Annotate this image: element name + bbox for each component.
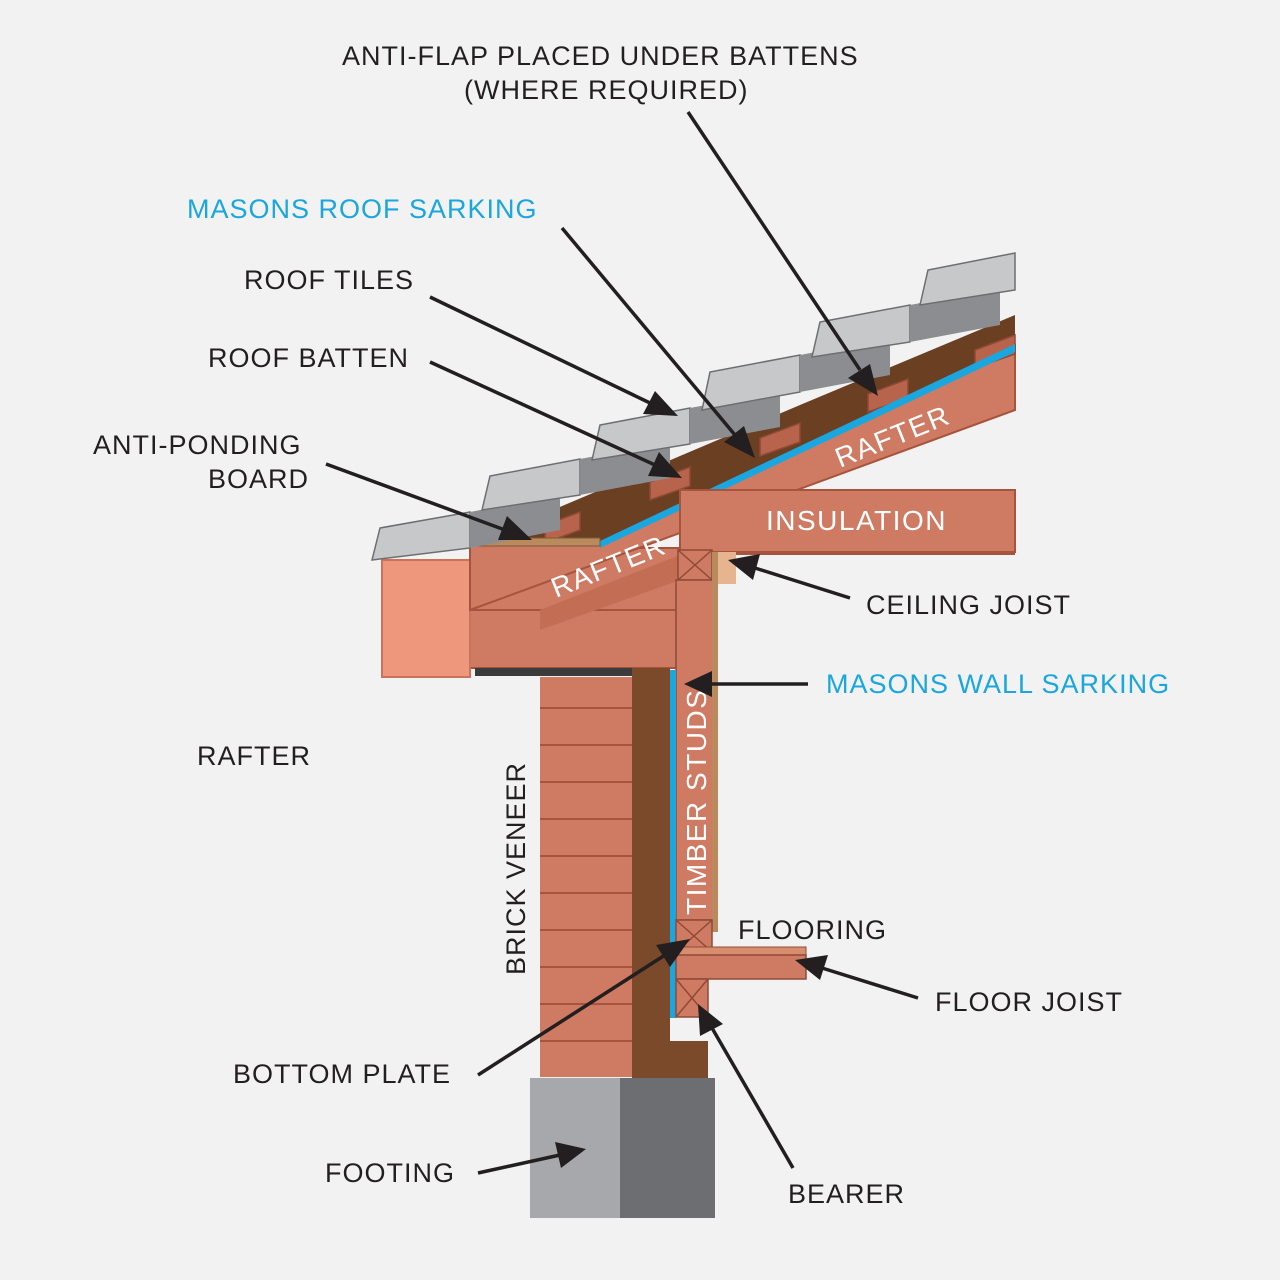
brick-veneer-wall — [540, 677, 632, 1077]
soffit-shadow — [475, 668, 635, 676]
footing-side — [620, 1078, 715, 1218]
anti-ponding-arrow — [325, 462, 532, 540]
ceiling-joist-arrow — [728, 554, 851, 600]
wall-sarking-membrane — [670, 670, 676, 1018]
insulation-label: INSULATION — [766, 505, 947, 536]
roof-cavity — [470, 315, 1015, 610]
rafter-lower-beam — [540, 555, 680, 630]
wall-sarking-label: MASONS WALL SARKING — [826, 669, 1170, 699]
fascia-board — [381, 559, 471, 678]
roof-tile — [481, 442, 670, 511]
floor-joist-beam — [675, 954, 807, 980]
roof-sarking-label: MASONS ROOF SARKING — [187, 194, 538, 224]
floor-joist-label: FLOOR JOIST — [935, 987, 1123, 1017]
roof-tile — [919, 252, 1016, 306]
anti-ponding-label-line2: BOARD — [208, 464, 309, 494]
roof-sarking-arrow — [560, 226, 755, 458]
roof-batten-label: ROOF BATTEN — [208, 343, 409, 373]
leader-arrows — [325, 111, 919, 1175]
inner-wall-lining — [712, 552, 718, 932]
timber-studs-label: TIMBER STUDS — [681, 689, 712, 915]
footing-arrow — [477, 1142, 586, 1175]
flooring-board — [675, 946, 807, 956]
ceiling-joist-block — [716, 552, 736, 584]
bottom-plate-arrow — [477, 939, 690, 1077]
floor-joist-arrow — [795, 955, 919, 1000]
bearer-label: BEARER — [788, 1179, 905, 1209]
wall-cavity — [632, 668, 670, 1078]
timber-studs — [675, 579, 715, 921]
flooring-label: FLOORING — [738, 915, 887, 945]
wall-structure — [540, 552, 807, 1078]
roof-batten-arrow — [429, 360, 682, 478]
roof-tiles-arrow — [429, 295, 678, 416]
wall-sarking-arrow — [684, 671, 808, 697]
anti-flap-label-line2: (WHERE REQUIRED) — [464, 75, 749, 105]
rafter-side-label: RAFTER — [197, 741, 311, 771]
anti-flap-arrow — [686, 111, 878, 396]
ceiling-joist-label: CEILING JOIST — [866, 590, 1071, 620]
anti-flap-label-line1: ANTI-FLAP PLACED UNDER BATTENS — [342, 41, 859, 71]
roof-tiles-label: ROOF TILES — [244, 265, 414, 295]
bottom-plate-label: BOTTOM PLATE — [233, 1059, 451, 1089]
footing-label: FOOTING — [325, 1158, 455, 1188]
roof-tiles-group — [371, 252, 1016, 561]
brick-veneer-label: BRICK VENEER — [501, 762, 531, 975]
bearer-arrow — [698, 1004, 795, 1169]
insulation-batt — [679, 489, 1016, 553]
anti-ponding-label-line1: ANTI-PONDING — [93, 430, 302, 460]
